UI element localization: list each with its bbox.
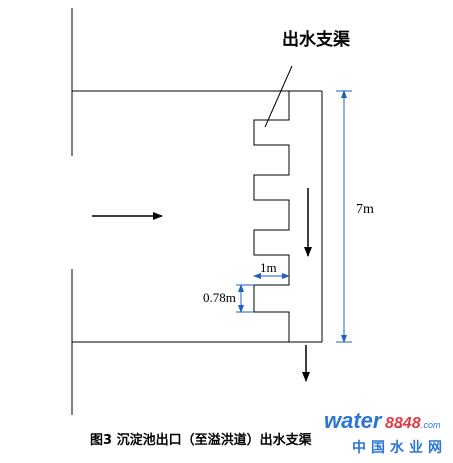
dim-total-length-label: 7m <box>356 202 374 217</box>
figure-caption: 图3 沉淀池出口（至溢洪道）出水支渠 <box>90 432 313 448</box>
callout-label: 出水支渠 <box>282 29 351 50</box>
dim-slot-width-label: 1m <box>260 260 277 275</box>
watermark-brand-number: 8848 <box>385 415 421 432</box>
tank-outline <box>71 8 323 415</box>
watermark-brand-domain: .com <box>421 420 441 430</box>
watermark-brand-water: water <box>324 408 383 433</box>
return-mark: ↵ <box>395 422 403 433</box>
callout-leader-line <box>264 65 293 128</box>
watermark-brand-cn: 中国水业网 <box>352 439 447 456</box>
dim-slot-depth-label: 0.78m <box>203 290 236 305</box>
outlet-weir-comb <box>253 91 290 342</box>
watermark-logo: water 8848 .com 中国水业网 <box>324 408 447 456</box>
